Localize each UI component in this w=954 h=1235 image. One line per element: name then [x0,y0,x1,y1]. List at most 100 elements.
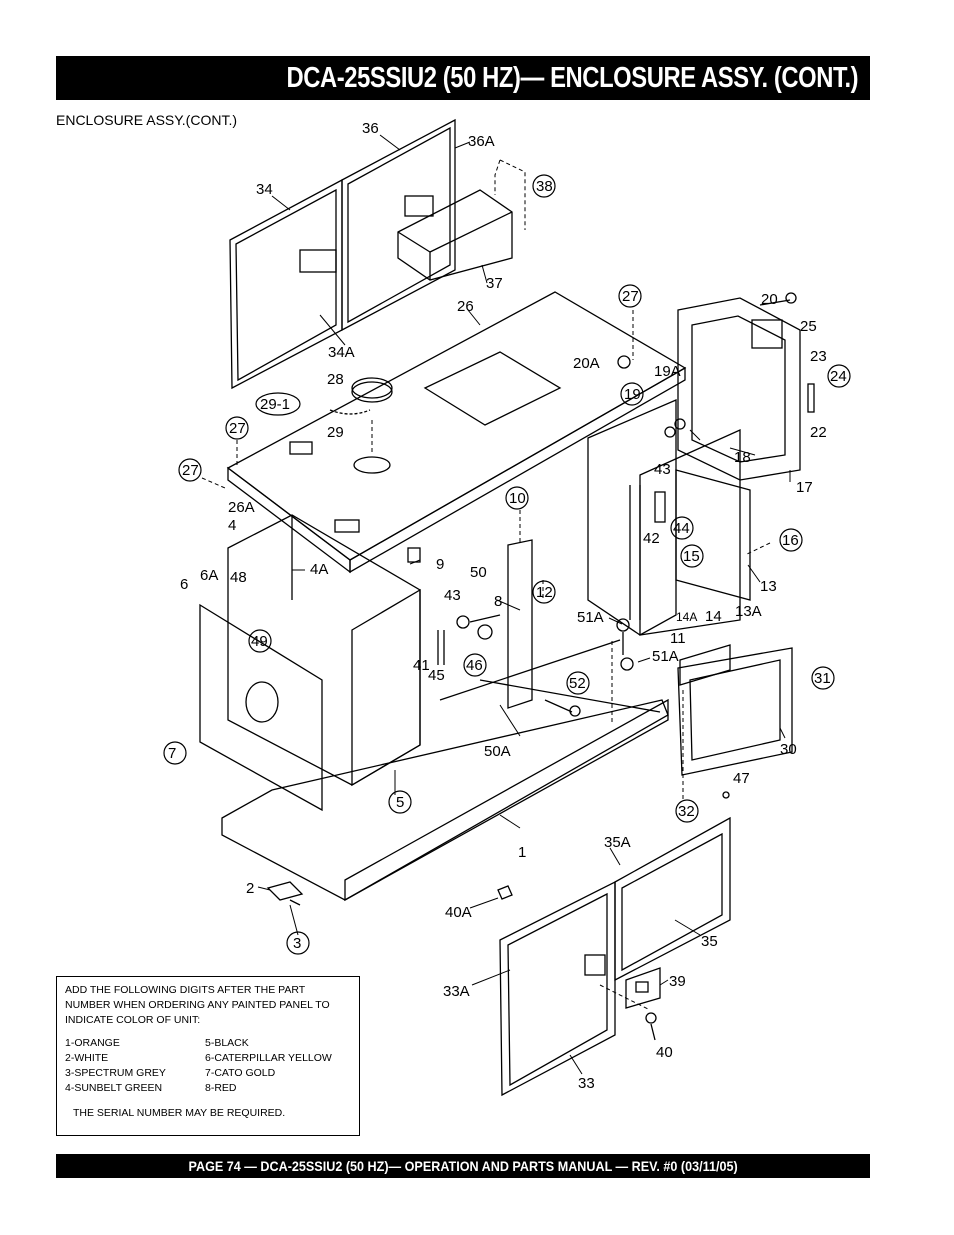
label-1: 1 [518,844,526,861]
color-item: 2-WHITE [65,1052,109,1064]
label-9: 9 [436,556,444,573]
label-43b: 43 [444,587,461,604]
label-17: 17 [796,479,813,496]
label-26: 26 [457,298,474,315]
label-36: 36 [362,120,379,137]
part-26-roof [226,291,687,574]
label-34: 34 [256,181,273,198]
label-6: 6 [180,576,188,593]
diagram-subtitle: ENCLOSURE ASSY.(CONT.) [56,112,238,128]
label-27c: 27 [182,462,199,479]
label-20: 20 [761,291,778,308]
label-14: 14 [705,608,722,625]
label-19A: 19A [654,363,681,380]
color-item: 6-CATERPILLAR YELLOW [205,1052,332,1064]
label-23: 23 [810,348,827,365]
label-36A: 36A [468,133,495,150]
note-text: ADD THE FOLLOWING DIGITS AFTER THE PART … [65,984,330,1026]
label-35A: 35A [604,834,631,851]
part-28-cap [329,377,393,415]
label-6A: 6A [200,567,218,584]
label-46: 46 [466,657,483,674]
label-47: 47 [733,770,750,787]
part-labels: 36 36A 38 34 37 27 20 26 25 34A 23 20A 1… [168,120,847,1092]
part-17-frame [677,297,801,481]
label-39: 39 [669,973,686,990]
label-13: 13 [760,578,777,595]
label-37: 37 [486,275,503,292]
label-leaders [257,134,791,1075]
label-25: 25 [800,318,817,335]
color-item: 7-CATO GOLD [205,1067,276,1079]
label-11: 11 [670,630,686,647]
footer-bar: PAGE 74 — DCA-25SSIU2 (50 HZ)— OPERATION… [56,1154,870,1178]
color-code-note: ADD THE FOLLOWING DIGITS AFTER THE PART … [56,976,360,1136]
label-28: 28 [327,371,344,388]
label-26A: 26A [228,499,255,516]
label-4A: 4A [310,561,328,578]
footer-text: PAGE 74 — DCA-25SSIU2 (50 HZ)— OPERATION… [188,1158,738,1174]
label-51Aa: 51A [577,609,604,626]
part-6-panel [199,603,323,812]
label-51Ab: 51A [652,648,679,665]
circled-callouts [163,174,851,955]
label-43a: 43 [654,461,671,478]
part-2-bracket [266,881,304,906]
label-8: 8 [494,593,502,610]
label-48: 48 [230,569,247,586]
part-10-upright [507,539,533,709]
label-22: 22 [810,424,827,441]
label-10: 10 [509,490,526,507]
label-44: 44 [673,520,690,537]
part-4-housing [227,514,421,787]
label-49: 49 [251,633,268,650]
part-39-latch [625,967,661,1009]
color-item: 3-SPECTRUM GREY [65,1067,166,1079]
label-27b: 27 [229,420,246,437]
part-35-door [614,816,731,982]
label-27a: 27 [622,288,639,305]
label-45: 45 [428,667,445,684]
color-item: 5-BLACK [205,1037,249,1049]
label-3: 3 [293,935,301,952]
label-7: 7 [168,745,176,762]
label-13A: 13A [735,603,762,620]
title-bar: DCA-25SSIU2 (50 HZ)— ENCLOSURE ASSY. (CO… [56,56,870,100]
part-11-post [629,485,641,620]
label-41: 41 [413,657,430,674]
part-34-panel [229,178,343,390]
label-14A: 14A [676,610,697,624]
label-29: 29 [327,424,344,441]
label-19: 19 [624,386,641,403]
label-50: 50 [470,564,487,581]
label-31: 31 [814,670,831,687]
label-18: 18 [734,449,751,466]
label-29-1: 29-1 [260,396,290,413]
label-12: 12 [536,584,553,601]
label-5: 5 [396,794,404,811]
label-40: 40 [656,1044,673,1061]
label-52: 52 [569,675,586,692]
label-34A: 34A [328,344,355,361]
label-33: 33 [578,1075,595,1092]
label-30: 30 [780,741,797,758]
part-14-control-box [587,399,751,636]
color-list: 1-ORANGE 5-BLACK 2-WHITE 6-CATERPILLAR Y… [65,1036,351,1096]
label-2: 2 [246,880,254,897]
label-15: 15 [683,548,700,565]
label-40A: 40A [445,904,472,921]
label-4: 4 [228,517,236,534]
part-36-panel [341,118,456,332]
serial-note: THE SERIAL NUMBER MAY BE REQUIRED. [73,1107,286,1119]
part-1-base-frame [221,639,669,902]
label-20A: 20A [573,355,600,372]
page-title: DCA-25SSIU2 (50 HZ)— ENCLOSURE ASSY. (CO… [286,61,858,94]
part-33-door [499,880,616,1097]
label-32: 32 [678,803,695,820]
color-item: 8-RED [205,1082,237,1094]
leader-lines [201,159,771,1011]
label-24: 24 [830,368,847,385]
label-16: 16 [782,532,799,549]
label-35: 35 [701,933,718,950]
